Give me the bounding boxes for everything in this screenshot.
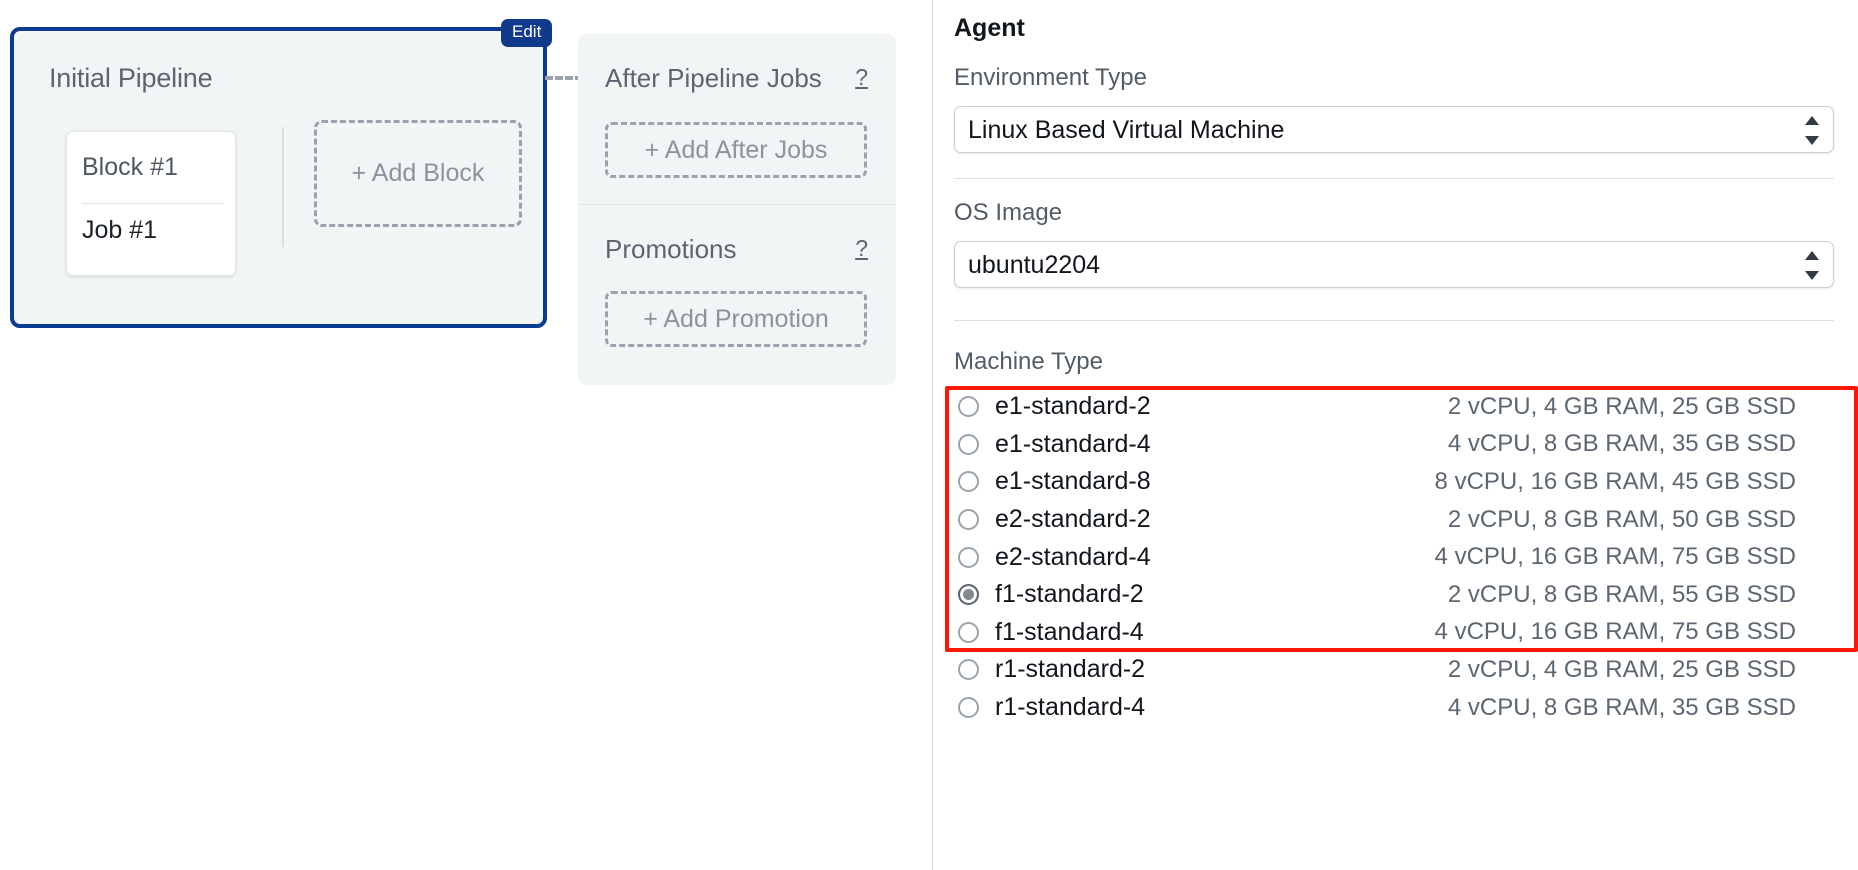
job-name: Job #1 xyxy=(82,216,158,244)
machine-type-name: e1-standard-2 xyxy=(995,392,1151,421)
machine-type-row[interactable]: r1-standard-2 2 vCPU, 4 GB RAM, 25 GB SSD xyxy=(954,651,1858,689)
radio-icon[interactable] xyxy=(958,659,979,681)
machine-type-spec: 2 vCPU, 8 GB RAM, 55 GB SSD xyxy=(1447,580,1796,608)
machine-type-name: e2-standard-2 xyxy=(995,505,1151,534)
machine-type-name: e1-standard-4 xyxy=(995,429,1151,458)
machine-type-row[interactable]: r1-standard-4 4 vCPU, 8 GB RAM, 35 GB SSD xyxy=(954,689,1858,727)
divider-1 xyxy=(954,178,1834,179)
environment-type-select[interactable]: Linux Based Virtual Machine xyxy=(954,106,1834,153)
add-after-jobs-button[interactable]: + Add After Jobs xyxy=(605,122,867,178)
radio-icon[interactable] xyxy=(958,584,979,606)
machine-type-spec: 8 vCPU, 16 GB RAM, 45 GB SSD xyxy=(1434,467,1796,495)
environment-type-label: Environment Type xyxy=(954,64,1147,91)
promotions-section: Promotions ? + Add Promotion xyxy=(578,205,896,385)
machine-type-spec: 4 vCPU, 8 GB RAM, 35 GB SSD xyxy=(1447,693,1796,721)
machine-type-name: r1-standard-2 xyxy=(995,655,1146,684)
radio-icon[interactable] xyxy=(958,546,979,568)
add-block-button[interactable]: + Add Block xyxy=(314,120,522,227)
radio-icon[interactable] xyxy=(958,433,979,455)
agent-panel: Agent Environment Type Linux Based Virtu… xyxy=(933,0,1858,870)
radio-icon[interactable] xyxy=(958,471,979,493)
machine-type-row[interactable]: f1-standard-2 2 vCPU, 8 GB RAM, 55 GB SSD xyxy=(954,576,1858,614)
machine-type-radio-group[interactable]: e1-standard-2 2 vCPU, 4 GB RAM, 25 GB SSD… xyxy=(954,388,1858,726)
machine-type-name: r1-standard-4 xyxy=(995,693,1146,722)
after-pipeline-jobs-help-icon[interactable]: ? xyxy=(855,64,868,90)
pipeline-separator xyxy=(282,127,284,247)
workflow-canvas: Initial Pipeline Block #1 Job #1 + Add B… xyxy=(10,0,932,870)
block-name: Block #1 xyxy=(82,153,178,181)
machine-type-spec: 4 vCPU, 16 GB RAM, 75 GB SSD xyxy=(1434,618,1796,646)
after-pipeline-jobs-title: After Pipeline Jobs xyxy=(605,63,822,93)
radio-icon[interactable] xyxy=(958,396,979,418)
radio-icon[interactable] xyxy=(958,509,979,531)
machine-type-spec: 2 vCPU, 8 GB RAM, 50 GB SSD xyxy=(1447,505,1796,533)
panel-divider xyxy=(932,0,933,870)
machine-type-row[interactable]: e2-standard-4 4 vCPU, 16 GB RAM, 75 GB SS… xyxy=(954,538,1858,576)
canvas-scrollbar-track[interactable] xyxy=(918,0,932,870)
machine-type-row[interactable]: e1-standard-4 4 vCPU, 8 GB RAM, 35 GB SSD xyxy=(954,426,1858,464)
after-pipeline-column: After Pipeline Jobs ? + Add After Jobs P… xyxy=(578,34,896,385)
block-divider xyxy=(82,203,223,204)
os-image-value: ubuntu2204 xyxy=(968,251,1101,279)
add-promotion-button[interactable]: + Add Promotion xyxy=(605,291,867,347)
machine-type-name: f1-standard-4 xyxy=(995,617,1144,646)
pipeline-title: Initial Pipeline xyxy=(49,63,213,93)
after-pipeline-jobs-section: After Pipeline Jobs ? + Add After Jobs xyxy=(578,34,896,205)
promotions-title: Promotions xyxy=(605,234,737,264)
machine-type-spec: 2 vCPU, 4 GB RAM, 25 GB SSD xyxy=(1447,392,1796,420)
divider-2 xyxy=(954,320,1834,321)
machine-type-spec: 2 vCPU, 4 GB RAM, 25 GB SSD xyxy=(1447,655,1796,683)
machine-type-label: Machine Type xyxy=(954,348,1103,375)
os-image-label: OS Image xyxy=(954,199,1063,226)
machine-type-name: e2-standard-4 xyxy=(995,542,1151,571)
promotions-help-icon[interactable]: ? xyxy=(855,235,868,261)
environment-type-value: Linux Based Virtual Machine xyxy=(968,116,1285,144)
os-image-select[interactable]: ubuntu2204 xyxy=(954,241,1834,288)
machine-type-spec: 4 vCPU, 8 GB RAM, 35 GB SSD xyxy=(1447,430,1796,458)
machine-type-row[interactable]: e1-standard-2 2 vCPU, 4 GB RAM, 25 GB SSD xyxy=(954,388,1858,426)
radio-icon[interactable] xyxy=(958,621,979,643)
machine-type-row[interactable]: f1-standard-4 4 vCPU, 16 GB RAM, 75 GB SS… xyxy=(954,614,1858,652)
machine-type-spec: 4 vCPU, 16 GB RAM, 75 GB SSD xyxy=(1434,543,1796,571)
machine-type-row[interactable]: e2-standard-2 2 vCPU, 8 GB RAM, 50 GB SSD xyxy=(954,501,1858,539)
panel-title: Agent xyxy=(954,14,1025,42)
initial-pipeline-card[interactable]: Initial Pipeline Block #1 Job #1 + Add B… xyxy=(10,27,547,328)
edit-badge-button[interactable]: Edit xyxy=(501,19,553,47)
machine-type-name: e1-standard-8 xyxy=(995,467,1151,496)
machine-type-row[interactable]: e1-standard-8 8 vCPU, 16 GB RAM, 45 GB SS… xyxy=(954,463,1858,501)
radio-icon[interactable] xyxy=(958,697,979,719)
machine-type-name: f1-standard-2 xyxy=(995,580,1144,609)
pipeline-connector-line xyxy=(545,76,583,80)
os-image-stepper-icon[interactable] xyxy=(1804,251,1820,280)
environment-type-stepper-icon[interactable] xyxy=(1804,116,1820,145)
block-card[interactable]: Block #1 Job #1 xyxy=(66,131,236,276)
